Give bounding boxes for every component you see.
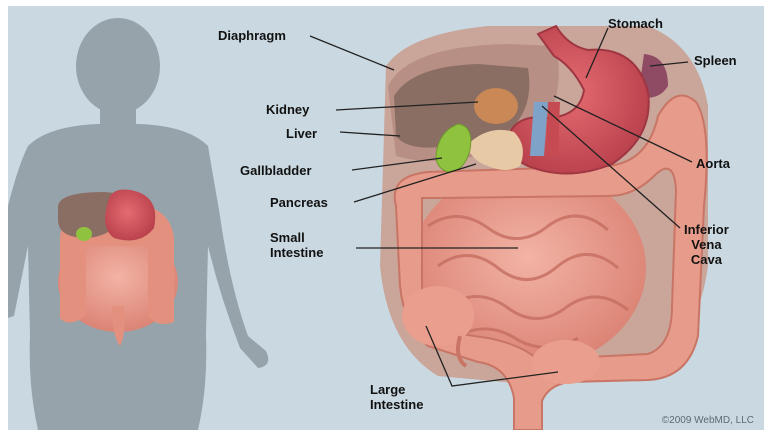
label-kidney: Kidney	[266, 102, 309, 117]
label-inferior-vena-cava: Inferior Vena Cava	[684, 222, 729, 267]
copyright-notice: ©2009 WebMD, LLC	[662, 415, 754, 426]
label-spleen: Spleen	[694, 53, 737, 68]
label-stomach: Stomach	[608, 16, 663, 31]
aorta-shape	[546, 102, 560, 156]
small-gallbladder-overview	[76, 227, 92, 241]
small-intestine-line-2: Intestine	[270, 245, 323, 260]
label-small-intestine: Small Intestine	[270, 230, 323, 260]
label-gallbladder: Gallbladder	[240, 163, 312, 178]
label-large-intestine: Large Intestine	[370, 382, 423, 412]
large-intestine-line-2: Intestine	[370, 397, 423, 412]
label-liver: Liver	[286, 126, 317, 141]
illustration-frame: Diaphragm Stomach Spleen Kidney Liver Ga…	[8, 6, 764, 430]
label-diaphragm: Diaphragm	[218, 28, 286, 43]
leader-diaphragm	[310, 36, 394, 70]
cecum	[402, 286, 474, 346]
organ-detail	[380, 26, 708, 430]
small-intestine-line-1: Small	[270, 230, 323, 245]
sigmoid-colon	[532, 340, 600, 384]
label-pancreas: Pancreas	[270, 195, 328, 210]
kidney-shape	[474, 88, 518, 124]
vena-cava-line-3: Cava	[684, 252, 729, 267]
vena-cava-line-1: Inferior	[684, 222, 729, 237]
vena-cava-line-2: Vena	[684, 237, 729, 252]
large-intestine-line-1: Large	[370, 382, 423, 397]
anatomy-illustration	[8, 6, 764, 430]
silhouette-head	[76, 18, 160, 114]
label-aorta: Aorta	[696, 156, 730, 171]
